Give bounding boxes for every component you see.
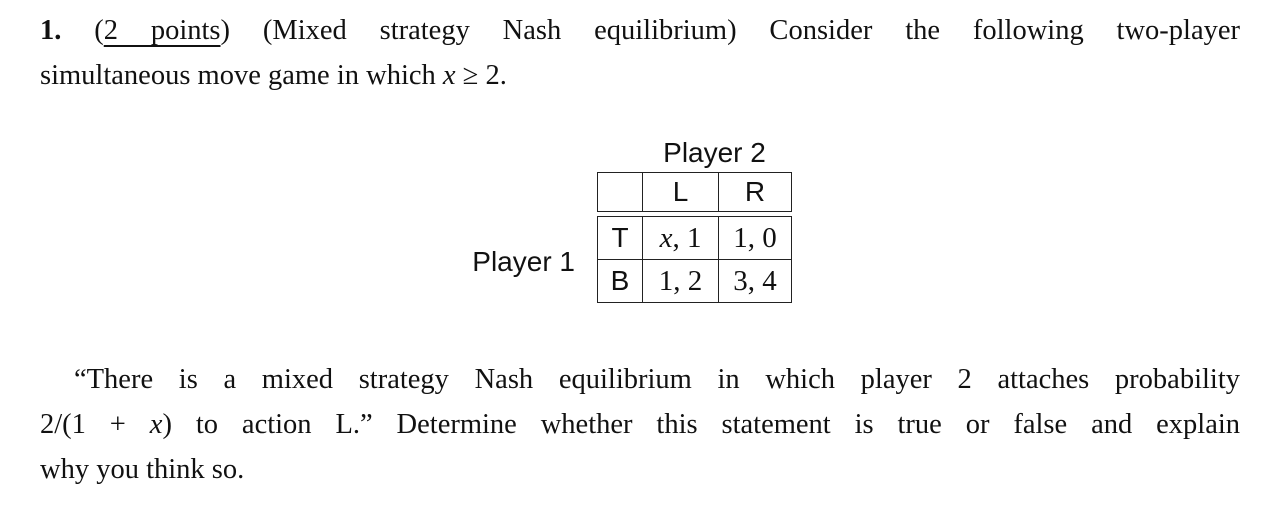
- payoff-cell-TL: x, 1: [642, 216, 719, 260]
- text-segment: ) (Mixed strategy Nash equilibrium) Cons…: [220, 15, 1240, 46]
- text-line: “There is a mixed strategy Nash equilibr…: [40, 357, 1240, 402]
- table-row: T x, 1 1, 0: [597, 216, 792, 260]
- text-segment: 1, 2: [658, 264, 703, 297]
- row-header-T: T: [597, 216, 643, 260]
- payoff-cell-BL: 1, 2: [642, 259, 719, 303]
- corner-cell: [597, 172, 643, 212]
- text-segment: ≥ 2.: [455, 60, 507, 91]
- text-line: 2/(1 + x) to action L.” Determine whethe…: [40, 402, 1240, 447]
- text-line: simultaneous move game in which x ≥ 2.: [40, 53, 1240, 98]
- text-segment: 1.: [40, 15, 62, 46]
- row-header-B: B: [597, 259, 643, 303]
- text-segment: (: [61, 15, 104, 46]
- col-header-R: R: [718, 172, 792, 212]
- player1-label: Player 1: [472, 246, 575, 277]
- payoff-matrix: Player 2 L R T x, 1 1, 0 B 1, 2 3, 4: [597, 136, 792, 303]
- text-segment: simultaneous move game in which: [40, 60, 443, 91]
- col-header-L: L: [642, 172, 719, 212]
- player2-label: Player 2: [663, 137, 766, 168]
- text-segment: 3, 4: [733, 264, 777, 297]
- text-segment: x: [149, 409, 163, 440]
- payoff-cell-TR: 1, 0: [718, 216, 792, 260]
- text-segment: x: [659, 221, 673, 254]
- text-segment: 1, 0: [733, 221, 777, 254]
- text-segment: , 1: [672, 221, 702, 254]
- payoff-cell-BR: 3, 4: [718, 259, 792, 303]
- problem-statement: 1. (2 points) (Mixed strategy Nash equil…: [40, 8, 1240, 98]
- text-segment: ) to action L.” Determine whether this s…: [162, 409, 1241, 440]
- text-line: 1. (2 points) (Mixed strategy Nash equil…: [40, 8, 1240, 53]
- table-row: L R: [597, 172, 792, 212]
- text-segment: 2/(1 +: [40, 409, 150, 440]
- table-row: B 1, 2 3, 4: [597, 259, 792, 303]
- text-line: why you think so.: [40, 447, 1240, 492]
- text-segment: x: [442, 60, 456, 91]
- matrix-header-row: L R: [597, 172, 792, 212]
- text-segment: “There is a mixed strategy Nash equilibr…: [74, 364, 1240, 395]
- text-segment: why you think so.: [40, 454, 245, 485]
- text-segment: 2 points: [103, 15, 221, 46]
- matrix-body: T x, 1 1, 0 B 1, 2 3, 4: [597, 216, 792, 303]
- question-paragraph: “There is a mixed strategy Nash equilibr…: [40, 357, 1240, 492]
